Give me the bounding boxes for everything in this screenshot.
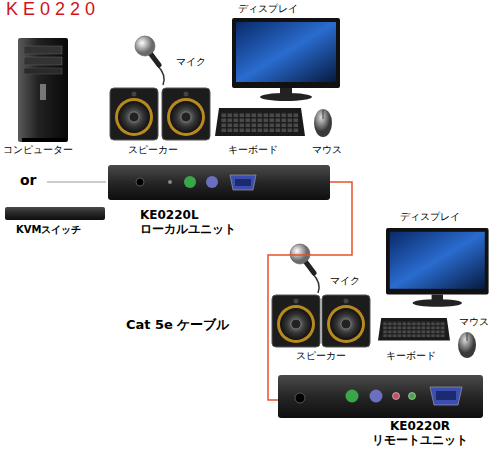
keyboard xyxy=(378,318,450,340)
kvm-switch xyxy=(5,207,105,220)
computer-tower xyxy=(18,38,68,142)
device-label: マウス xyxy=(312,144,342,156)
remote-unit-body xyxy=(409,393,416,400)
keyboard xyxy=(378,318,450,340)
speaker xyxy=(162,88,210,140)
kvm-switch xyxy=(5,207,105,220)
device-label: キーボード xyxy=(228,144,278,156)
speaker xyxy=(110,88,158,140)
device-label: マイク xyxy=(176,56,206,68)
local-unit: KE0220L ローカルユニット xyxy=(108,165,330,237)
microphone xyxy=(290,244,319,293)
device-label: スピーカー xyxy=(296,350,346,362)
or-line xyxy=(47,182,106,183)
remote-unit-body xyxy=(393,393,400,400)
local-unit-body xyxy=(184,176,196,188)
mouse xyxy=(458,332,476,358)
device-label: ディスプレイ xyxy=(400,211,460,223)
speaker xyxy=(322,295,370,347)
remote-unit-body xyxy=(295,393,305,403)
keyboard xyxy=(215,108,305,136)
unit-label: KE0220R リモートユニット xyxy=(360,419,480,448)
device-label: マウス xyxy=(459,316,489,328)
local-unit-body xyxy=(168,180,172,184)
cat5e-cable xyxy=(268,182,352,400)
mouse xyxy=(467,333,468,341)
remote-unit-body xyxy=(430,387,462,405)
remote-unit-body xyxy=(370,390,383,403)
device-label: KVMスイッチ xyxy=(16,224,81,236)
microphone xyxy=(290,244,319,293)
mouse xyxy=(458,332,476,358)
local-unit-body xyxy=(108,165,330,200)
remote-unit-body xyxy=(436,391,456,400)
speaker xyxy=(162,88,210,140)
local-unit-body xyxy=(136,178,144,186)
display xyxy=(232,18,340,101)
microphone xyxy=(135,36,164,85)
device-label: コンピューター xyxy=(3,144,73,156)
remote-unit: KE0220R リモートユニット xyxy=(278,375,483,448)
computer-tower xyxy=(22,138,66,142)
device-label: キーボード xyxy=(386,350,436,362)
computer-tower xyxy=(40,84,46,100)
local-unit-body xyxy=(206,176,218,188)
mouse xyxy=(314,109,332,137)
speaker xyxy=(272,295,320,347)
device-label: ディスプレイ xyxy=(238,3,298,15)
device-label: マイク xyxy=(330,275,360,287)
remote-unit-body xyxy=(278,375,483,418)
display xyxy=(386,228,489,307)
or-label: or xyxy=(20,172,37,189)
remote-unit-body xyxy=(346,390,359,403)
microphone xyxy=(135,36,164,85)
speaker xyxy=(110,88,158,140)
display xyxy=(386,228,489,307)
remote-unit-body xyxy=(278,375,483,418)
local-unit-body xyxy=(235,179,251,186)
computer-tower xyxy=(24,57,62,65)
local-unit-body xyxy=(230,175,256,190)
cable-label: Cat 5e ケーブル xyxy=(124,317,231,333)
diagram-title: KE0220 xyxy=(6,0,100,20)
keyboard xyxy=(215,108,305,136)
mouse xyxy=(323,110,324,119)
speaker xyxy=(272,295,320,347)
unit-label: KE0220L ローカルユニット xyxy=(140,208,252,237)
or-line xyxy=(47,182,106,183)
local-unit-body xyxy=(108,165,330,200)
speaker xyxy=(322,295,370,347)
computer-tower xyxy=(24,46,62,54)
computer-tower xyxy=(24,68,62,74)
device-label: スピーカー xyxy=(128,144,178,156)
mouse xyxy=(314,109,332,137)
display xyxy=(232,18,340,101)
computer-tower xyxy=(18,38,68,142)
